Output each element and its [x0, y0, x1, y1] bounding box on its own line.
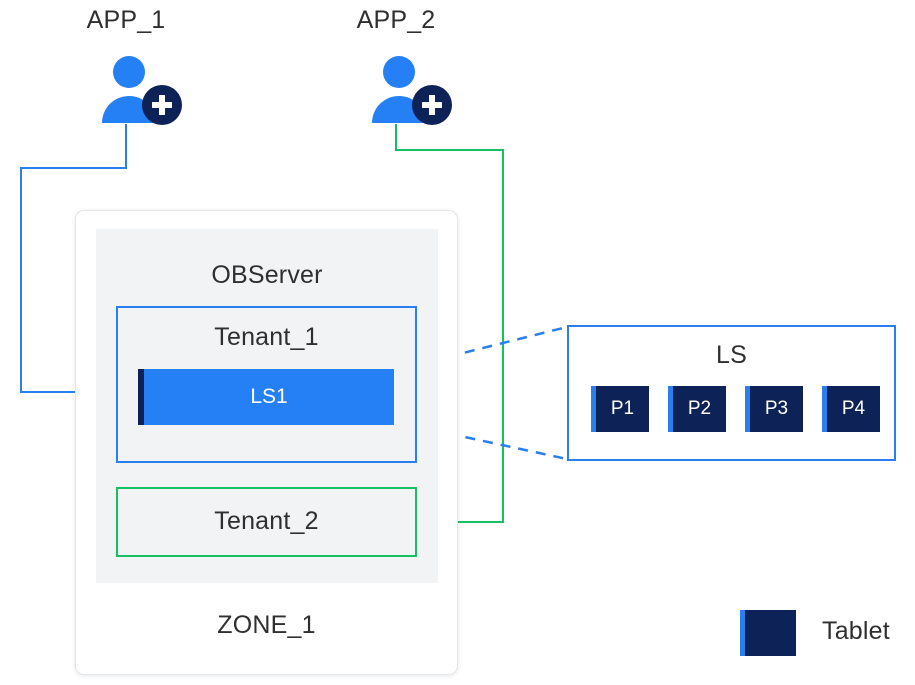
- observer-panel[interactable]: OBServer Tenant_1 LS1 Tenant_2: [96, 229, 438, 583]
- zone1-title: ZONE_1: [217, 611, 316, 639]
- partition-chip-p1[interactable]: P1: [591, 386, 649, 432]
- legend-label-tablet: Tablet: [822, 617, 890, 645]
- app1-label: APP_1: [86, 6, 166, 34]
- ls-detail-title: LS: [716, 341, 747, 369]
- partition-chip-p3[interactable]: P3: [745, 386, 803, 432]
- partition-label-p4: P4: [841, 398, 866, 419]
- partition-label-p2: P2: [687, 398, 712, 419]
- partition-chip-p4[interactable]: P4: [822, 386, 880, 432]
- ls1-label: LS1: [250, 385, 288, 408]
- app2-label: APP_2: [356, 6, 436, 34]
- tenant1-title: Tenant_1: [214, 323, 319, 351]
- tenant2-box[interactable]: Tenant_2: [116, 487, 417, 557]
- ls-detail-box[interactable]: LS P1 P2 P3 P4: [567, 325, 896, 461]
- partition-label-p1: P1: [610, 398, 635, 419]
- ls1-bar[interactable]: LS1: [138, 369, 394, 425]
- tenant2-title: Tenant_2: [214, 507, 319, 535]
- partition-label-p3: P3: [764, 398, 789, 419]
- app1-user-add-icon[interactable]: [100, 55, 184, 125]
- observer-title: OBServer: [211, 261, 323, 289]
- app2-user-add-icon[interactable]: [370, 55, 454, 125]
- legend-swatch-tablet: [740, 610, 796, 656]
- zone1-box[interactable]: OBServer Tenant_1 LS1 Tenant_2 ZONE_1: [75, 210, 458, 675]
- tenant1-box[interactable]: Tenant_1 LS1: [116, 306, 417, 463]
- partition-chip-p2[interactable]: P2: [668, 386, 726, 432]
- legend: Tablet: [740, 607, 915, 659]
